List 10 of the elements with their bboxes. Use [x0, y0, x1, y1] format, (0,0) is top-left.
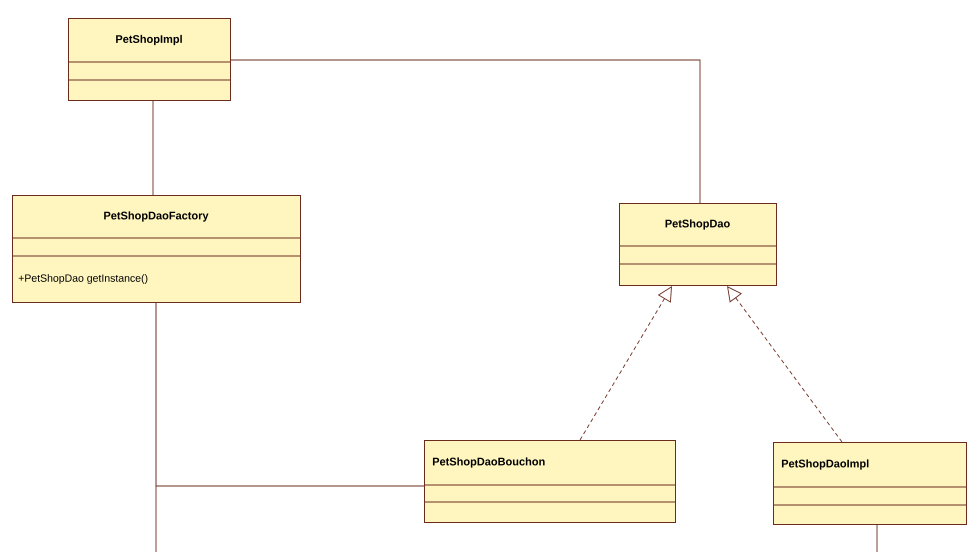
class-box: PetShopDao — [618, 203, 777, 286]
association-line — [876, 524, 878, 552]
association-line — [152, 100, 154, 196]
class-box: PetShopDaoFactory +PetShopDao getInstance() — [12, 195, 301, 303]
realization-arrow — [727, 286, 842, 442]
class-box: PetShopImpl — [68, 18, 231, 101]
class-box: PetShopDaoBouchon — [424, 440, 676, 523]
association-line — [230, 60, 700, 204]
realization-arrow — [580, 286, 672, 440]
class-box: PetShopDaoImpl — [772, 442, 967, 525]
